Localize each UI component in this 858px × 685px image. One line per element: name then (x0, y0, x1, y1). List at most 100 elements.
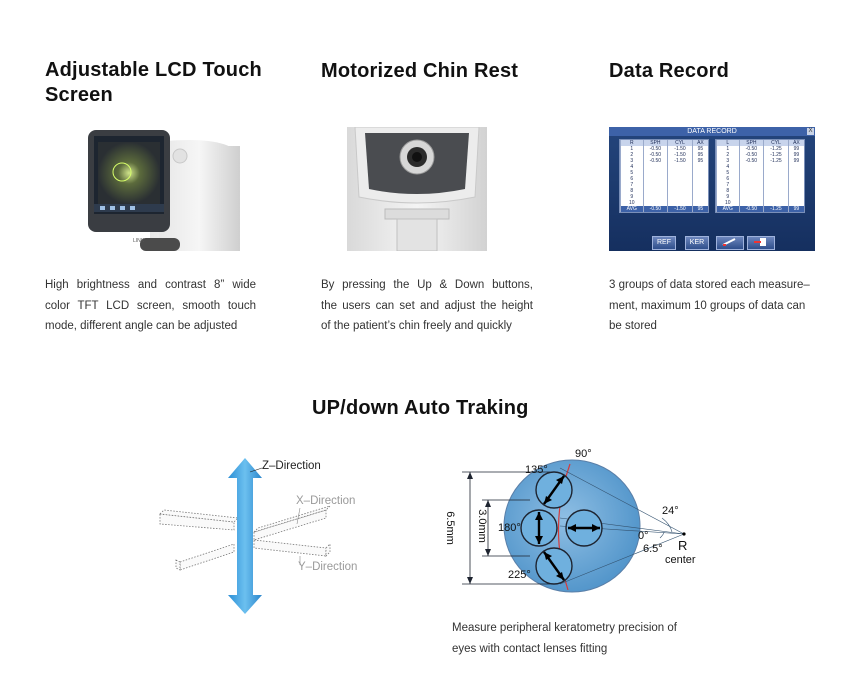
table-row: 8 (620, 188, 708, 194)
table-cell: 9 (716, 194, 740, 200)
table-row: 5 (620, 170, 708, 176)
table-avg-cell: AVG (716, 206, 740, 212)
table-cell: 4 (716, 164, 740, 170)
chin-rest-illustration (347, 127, 487, 251)
table-header-cell: R (620, 140, 644, 146)
table-cell: 6 (716, 176, 740, 182)
table-header-cell: AX (787, 140, 804, 146)
table-cell: -0.50 (738, 152, 764, 158)
angle-135-label: 135° (525, 464, 548, 476)
chin-rest-image (347, 127, 487, 251)
table-cell (787, 164, 804, 170)
table-avg-cell: 99 (787, 206, 804, 212)
table-row: 9 (620, 194, 708, 200)
table-cell (667, 188, 693, 194)
table-cell (787, 176, 804, 182)
exit-button[interactable] (747, 236, 775, 250)
dim-6-5mm-label: 6.5mm (444, 511, 456, 545)
table-cell (667, 182, 693, 188)
table-cell: 99 (787, 158, 804, 164)
table-row: 10 (716, 200, 804, 206)
table-row: 5 (716, 170, 804, 176)
table-cell (667, 176, 693, 182)
y-direction-beam (175, 505, 331, 571)
feature-title-chin-rest: Motorized Chin Rest (321, 60, 519, 82)
table-row: 7 (716, 182, 804, 188)
keratometry-caption: Measure peripheral keratometry precision… (452, 622, 677, 655)
table-header-cell: CYL (763, 140, 789, 146)
x-direction-beam (159, 509, 331, 557)
ref-button[interactable]: REF (652, 236, 676, 250)
exit-icon (754, 238, 766, 246)
table-cell (787, 182, 804, 188)
table-avg-cell: -0.50 (738, 206, 764, 212)
feature-desc-lcd: High brightness and contrast 8” wide col… (45, 279, 256, 332)
table-cell (642, 176, 668, 182)
table-cell (691, 182, 708, 188)
table-cell: 5 (620, 170, 644, 176)
table-cell (691, 200, 708, 206)
table-cell (787, 194, 804, 200)
data-record-close-icon[interactable]: X (807, 128, 814, 135)
keratometry-diagram (462, 459, 686, 593)
edit-button[interactable] (716, 236, 744, 250)
table-cell (667, 164, 693, 170)
section-title-auto-tracking: UP/down Auto Traking (312, 397, 529, 419)
table-avg-cell: 95 (691, 206, 708, 212)
table-row: 7 (620, 182, 708, 188)
table-cell: 2 (716, 152, 740, 158)
table-cell: 9 (620, 194, 644, 200)
table-cell: 1 (620, 146, 644, 152)
dim-3-0mm-label: 3.0mm (476, 509, 488, 543)
table-cell: -1.25 (763, 158, 789, 164)
table-cell: 3 (716, 158, 740, 164)
table-cell (642, 200, 668, 206)
table-cell (642, 182, 668, 188)
ker-button[interactable]: KER (685, 236, 709, 250)
angle-180-label: 180° (498, 522, 521, 534)
x-direction-label: X–Direction (296, 495, 356, 507)
table-row: 10 (620, 200, 708, 206)
r-point-label: R (678, 538, 688, 553)
table-cell (667, 194, 693, 200)
table-cell (738, 182, 764, 188)
angle-225-label: 225° (508, 569, 531, 581)
table-row: 6 (620, 176, 708, 182)
table-cell (738, 170, 764, 176)
xyz-direction-diagram (159, 458, 331, 614)
table-cell: 95 (691, 158, 708, 164)
table-row: 6 (716, 176, 804, 182)
table-cell: 7 (716, 182, 740, 188)
angle-24-label: 24° (662, 505, 679, 517)
table-cell (642, 164, 668, 170)
lcd-device-image (80, 126, 240, 251)
table-cell (787, 188, 804, 194)
table-cell (691, 176, 708, 182)
z-leader-line (249, 467, 263, 473)
table-row: 9 (716, 194, 804, 200)
table-cell (763, 188, 789, 194)
table-header-cell: SPH (738, 140, 764, 146)
table-cell: -1.50 (667, 158, 693, 164)
table-cell (642, 170, 668, 176)
y-direction-label: Y–Direction (298, 561, 358, 573)
table-cell (738, 200, 764, 206)
table-cell: 8 (716, 188, 740, 194)
table-cell (642, 188, 668, 194)
table-avg-cell: -1.25 (763, 206, 789, 212)
table-cell (763, 170, 789, 176)
table-cell: -1.25 (763, 152, 789, 158)
data-record-title-bar: DATA RECORD (609, 127, 815, 136)
table-row: 4 (620, 164, 708, 170)
table-cell: 6 (620, 176, 644, 182)
table-cell: 99 (787, 146, 804, 152)
center-label: center (665, 554, 696, 566)
z-direction-arrow (228, 458, 262, 614)
feature-desc-chin-rest: By pressing the Up & Down buttons, the u… (321, 279, 533, 332)
table-cell: 95 (691, 146, 708, 152)
